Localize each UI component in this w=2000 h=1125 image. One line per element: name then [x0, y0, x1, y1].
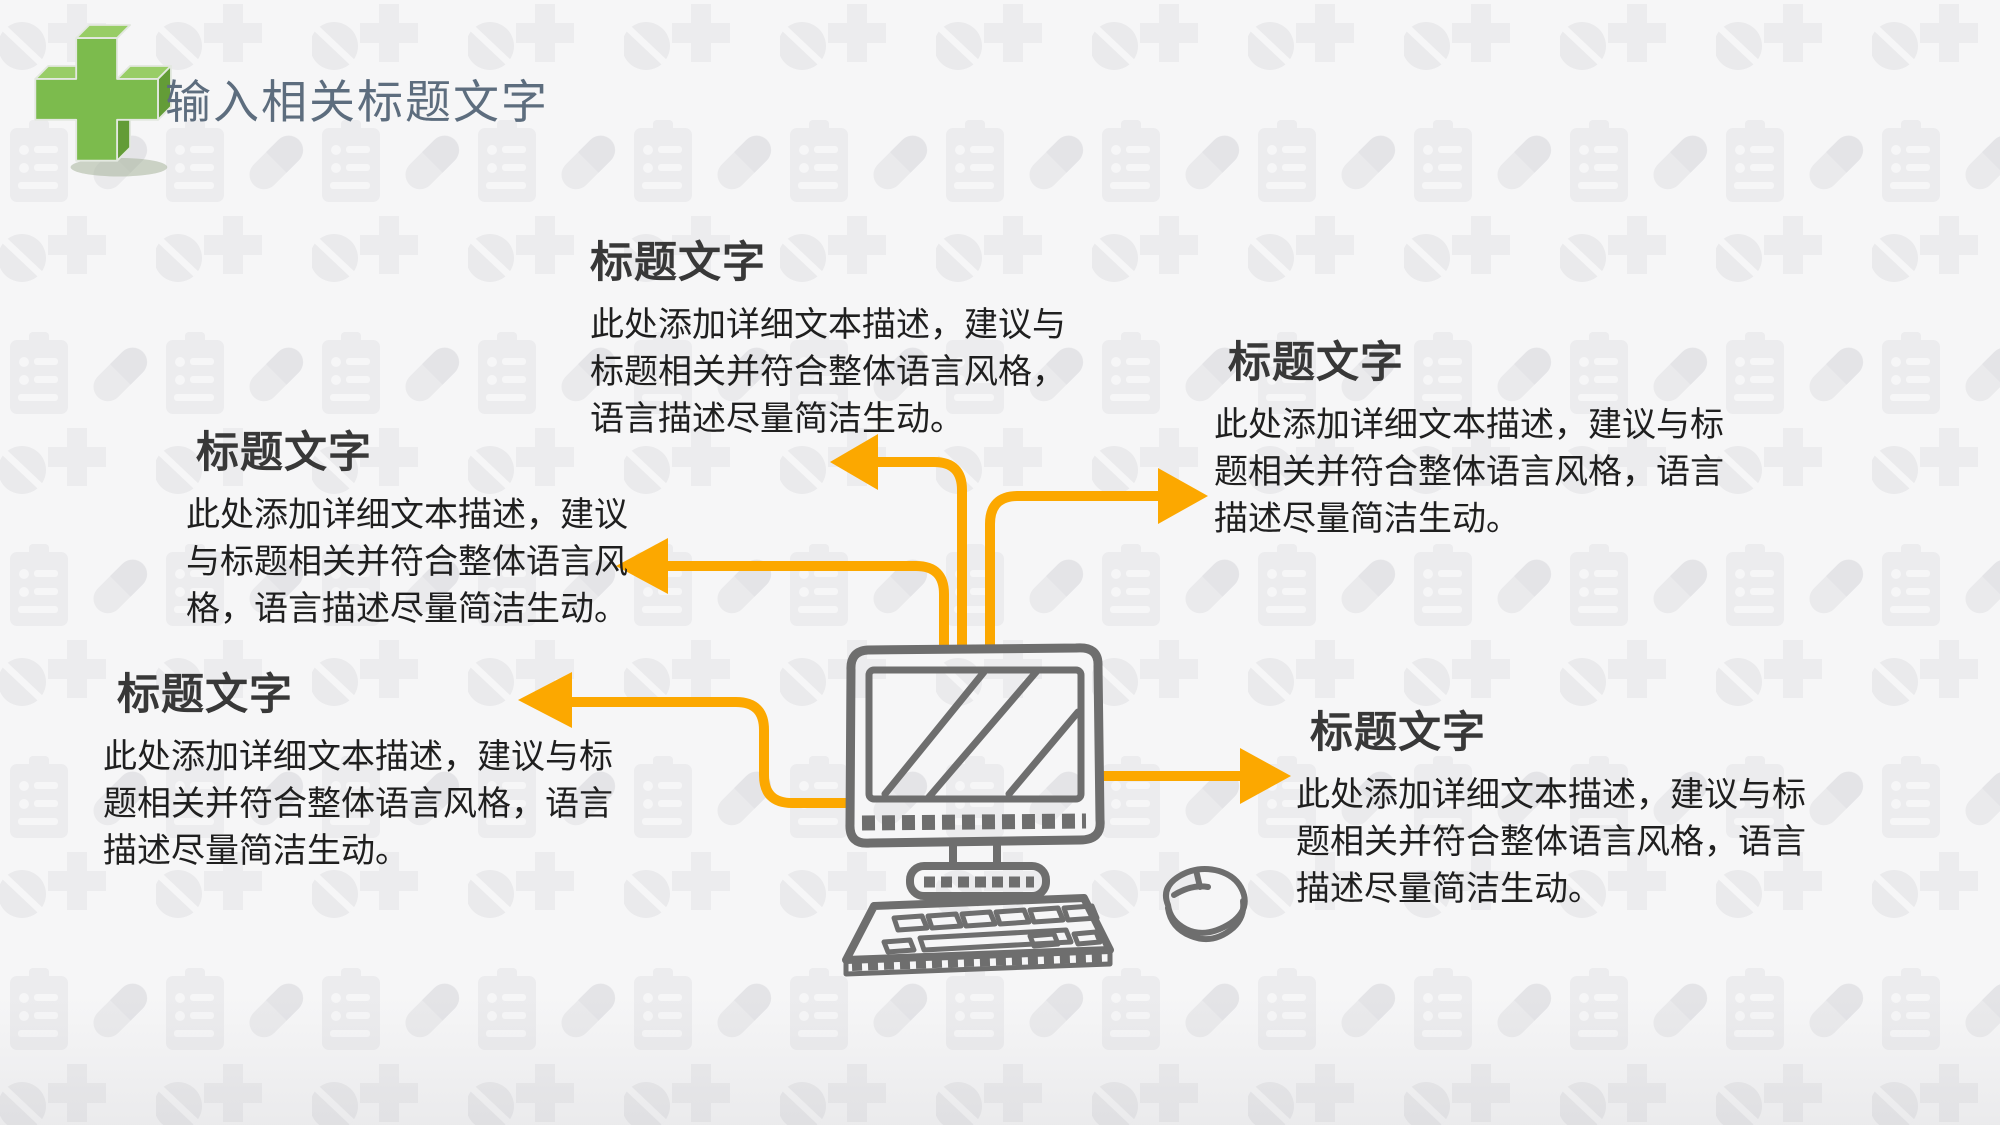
arrowhead-top-right — [1158, 468, 1208, 524]
block-title: 标题文字 — [1310, 709, 1486, 757]
block-title: 标题文字 — [1228, 339, 1404, 387]
block-title: 标题文字 — [117, 671, 293, 719]
monitor-screen — [865, 666, 1085, 803]
text-block-top-center: 标题文字 此处添加详细文本描述，建议与 标题相关并符合整体语言风格， 语言描述尽… — [590, 228, 1080, 443]
mouse-button-split — [1193, 867, 1203, 890]
block-title: 标题文字 — [590, 239, 766, 287]
arrowhead-bottom-right — [1240, 748, 1291, 804]
hand-drawn-mouse-icon — [1163, 866, 1248, 943]
keyboard-keys — [881, 903, 1103, 955]
arrowhead-top-center — [830, 434, 878, 490]
arrow-top-right — [985, 491, 1160, 652]
block-body: 此处添加详细文本描述，建议与 标题相关并符合整体语言风格， 语言描述尽量简洁生动… — [590, 306, 1066, 438]
text-block-mid-left: 标题文字 此处添加详细文本描述，建议 与标题相关并符合整体语言风 格，语言描述尽… — [186, 418, 646, 633]
monitor-bezel-scribble — [861, 813, 1087, 831]
page-title: 输入相关标题文字 — [165, 76, 549, 128]
monitor-frame — [845, 643, 1105, 848]
block-title: 标题文字 — [196, 429, 372, 477]
slide-header — [26, 24, 184, 184]
block-body: 此处添加详细文本描述，建议与标 题相关并符合整体语言风格，语言 描述尽量简洁生动… — [1296, 776, 1806, 908]
arrow-mid-left — [666, 561, 949, 652]
arrowhead-bottom-left — [518, 672, 572, 728]
cross-shadow — [70, 157, 168, 177]
mouse-body — [1163, 866, 1248, 936]
keyboard-front-lip — [843, 947, 1113, 977]
keyboard-lip-scribble — [851, 952, 1107, 971]
text-block-bottom-left: 标题文字 此处添加详细文本描述，建议与标 题相关并符合整体语言风格，语言 描述尽… — [103, 660, 613, 875]
block-body: 此处添加详细文本描述，建议与标 题相关并符合整体语言风格，语言 描述尽量简洁生动… — [1214, 406, 1724, 538]
hand-drawn-desktop-computer-icon — [842, 643, 1114, 977]
green-3d-medical-cross-icon — [34, 24, 172, 177]
connector-arrows — [518, 434, 1291, 808]
arrowhead-mid-left — [616, 538, 668, 594]
block-body: 此处添加详细文本描述，建议与标 题相关并符合整体语言风格，语言 描述尽量简洁生动… — [103, 738, 613, 870]
text-block-bottom-right: 标题文字 此处添加详细文本描述，建议与标 题相关并符合整体语言风格，语言 描述尽… — [1296, 698, 1816, 913]
arrow-bottom-left — [570, 697, 848, 808]
text-block-top-right: 标题文字 此处添加详细文本描述，建议与标 题相关并符合整体语言风格，语言 描述尽… — [1214, 328, 1734, 543]
screen-glare-lines — [881, 667, 1082, 801]
block-body: 此处添加详细文本描述，建议 与标题相关并符合整体语言风 格，语言描述尽量简洁生动… — [186, 496, 628, 628]
arrow-top-center — [876, 457, 967, 652]
monitor-stand-base — [906, 862, 1050, 900]
mouse-bottom-rim — [1165, 898, 1247, 943]
mouse-button-divider — [1171, 883, 1211, 898]
